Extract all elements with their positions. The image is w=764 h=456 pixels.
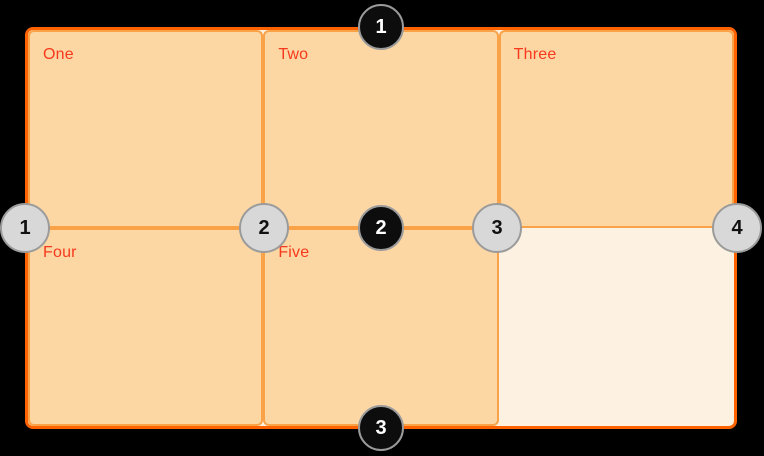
grid-cell-two: Two	[263, 30, 499, 228]
grid-cell-empty	[499, 228, 734, 426]
row-line-badge-1: 1	[358, 4, 404, 50]
grid-container: One Two Three Four Five	[25, 27, 737, 429]
column-line-badge-3: 3	[472, 203, 522, 253]
cell-label-five: Five	[278, 244, 310, 261]
grid-cell-five: Five	[263, 228, 499, 426]
cell-label-four: Four	[43, 244, 77, 261]
column-line-badge-4: 4	[712, 203, 762, 253]
grid-cell-four: Four	[28, 228, 264, 426]
column-line-badge-1: 1	[0, 203, 50, 253]
cell-label-one: One	[43, 46, 74, 63]
row-line-badge-2: 2	[358, 205, 404, 251]
column-line-badge-2: 2	[239, 203, 289, 253]
cell-label-three: Three	[513, 46, 557, 63]
grid-cell-one: One	[28, 30, 264, 228]
grid-cell-three: Three	[498, 30, 734, 228]
cell-label-two: Two	[278, 46, 309, 63]
row-line-badge-3: 3	[358, 405, 404, 451]
